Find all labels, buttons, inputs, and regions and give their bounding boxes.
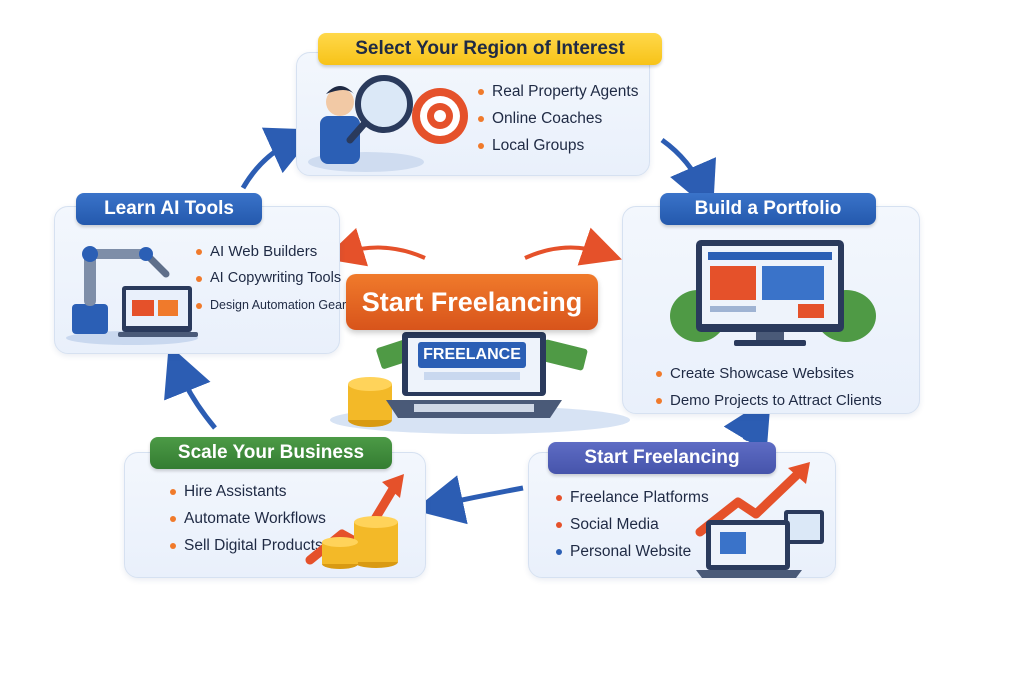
coins-icon — [348, 377, 392, 427]
card-start-list: Freelance Platforms Social Media Persona… — [556, 484, 709, 565]
arrow-scale-to-learn — [164, 344, 217, 430]
arrow-start-to-scale — [413, 475, 524, 525]
list-item: Hire Assistants — [170, 478, 326, 505]
card-start-title: Start Freelancing — [548, 442, 776, 474]
list-item: Automate Workflows — [170, 505, 326, 532]
list-item: Freelance Platforms — [556, 484, 709, 511]
arrow-region-to-portfolio — [660, 137, 716, 213]
list-item: Real Property Agents — [478, 78, 638, 105]
center-banner: Start Freelancing — [346, 274, 598, 330]
list-item: Sell Digital Products — [170, 532, 326, 559]
list-item: Online Coaches — [478, 105, 638, 132]
robot-arm-icon — [66, 246, 198, 345]
target-icon — [412, 88, 468, 144]
arrow-learn-to-region — [240, 127, 318, 190]
list-item: Demo Projects to Attract Clients — [656, 387, 882, 414]
orange-arrow-left — [323, 227, 426, 267]
list-item: AI Copywriting Tools — [196, 265, 346, 292]
orange-arrow-right — [524, 227, 622, 266]
monitor-icon — [670, 240, 876, 346]
list-item: Local Groups — [478, 132, 638, 159]
list-item: Create Showcase Websites — [656, 360, 882, 387]
card-scale-title: Scale Your Business — [150, 437, 392, 469]
list-item: Social Media — [556, 511, 709, 538]
list-item: Design Automation Gear — [196, 292, 346, 319]
laptop-icon — [695, 462, 824, 578]
card-scale-list: Hire Assistants Automate Workflows Sell … — [170, 478, 326, 559]
magnifier-icon — [308, 75, 424, 172]
list-item: Personal Website — [556, 538, 709, 565]
card-learn-list: AI Web Builders AI Copywriting Tools Des… — [196, 238, 346, 319]
card-learn-title: Learn AI Tools — [76, 193, 262, 225]
arrow-portfolio-to-start — [723, 396, 771, 453]
list-item: AI Web Builders — [196, 238, 346, 265]
card-region-title: Select Your Region of Interest — [318, 33, 662, 65]
card-region-list: Real Property Agents Online Coaches Loca… — [478, 78, 638, 159]
card-portfolio-title: Build a Portfolio — [660, 193, 876, 225]
card-portfolio-list: Create Showcase Websites Demo Projects t… — [656, 360, 882, 414]
growth-arrow-icon — [305, 474, 404, 569]
laptop-label: FREELANCE — [418, 342, 526, 368]
